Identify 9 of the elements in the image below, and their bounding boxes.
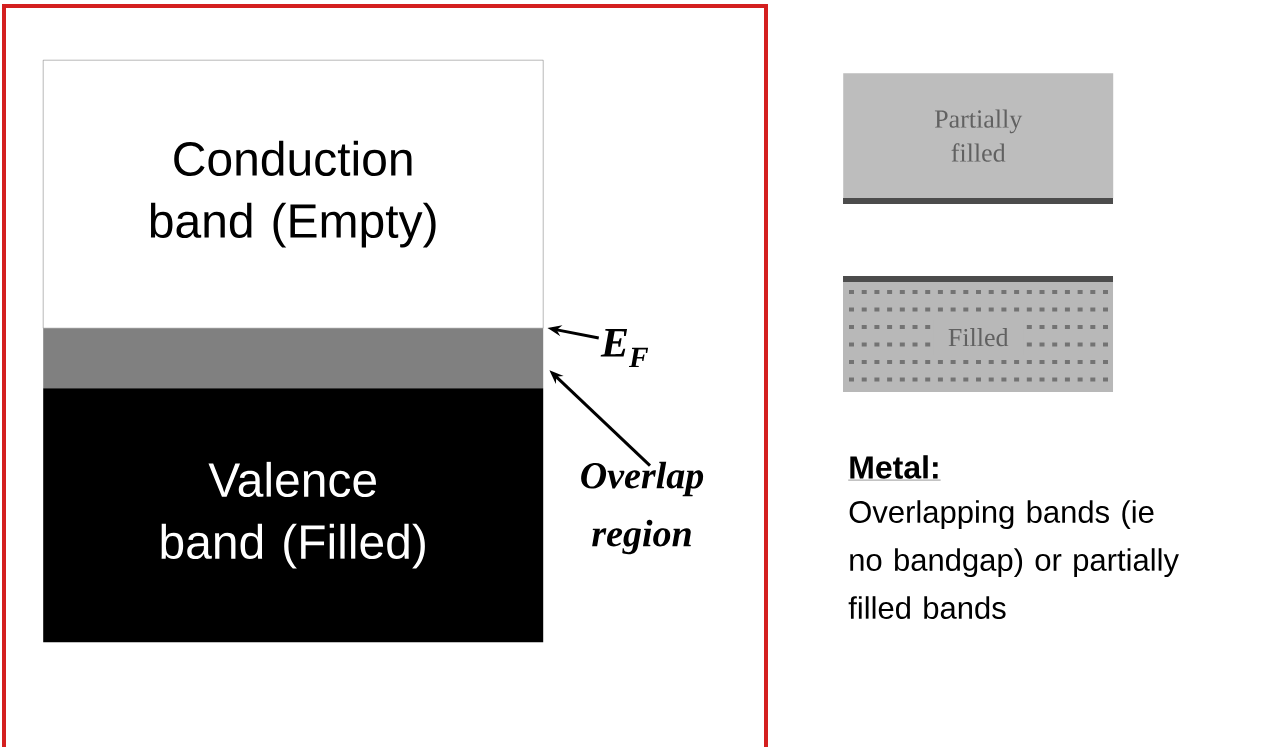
heading: Metal: — [848, 455, 941, 481]
overlap-region-label: Overlap region — [581, 461, 704, 555]
description: Overlapping bands (ie no bandgap) or partially filled bands — [848, 500, 1179, 619]
overlap-band — [43, 328, 544, 389]
fermi-level-label: E$_{F}$ — [600, 328, 649, 368]
filled-band: Filled — [843, 276, 1113, 392]
valence-band: Valence band (Filled) — [43, 388, 544, 643]
partially-filled-band: Partially filled — [843, 73, 1114, 204]
conduction-band: Conduction band (Empty) — [43, 60, 544, 329]
